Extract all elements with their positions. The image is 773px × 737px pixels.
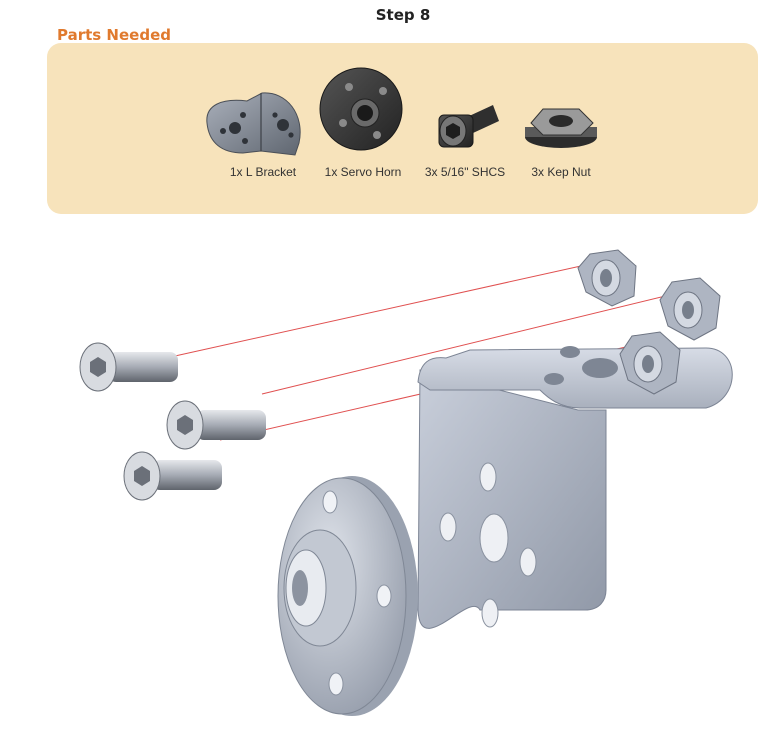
kep-nut — [577, 249, 637, 307]
servo-horn — [277, 476, 418, 716]
socket-head-cap-screw-icon — [438, 105, 499, 148]
step-title: Step 8 — [375, 6, 431, 24]
exploded-assembly-diagram — [79, 249, 733, 716]
socket-head-cap-screw — [123, 451, 222, 501]
l-bracket-icon — [206, 92, 301, 156]
socket-head-cap-screw — [79, 342, 178, 392]
part-label-shcs: 3x 5/16" SHCS — [424, 165, 506, 179]
part-label-l-bracket: 1x L Bracket — [229, 165, 297, 179]
l-bracket — [417, 346, 733, 629]
servo-horn-icon — [319, 67, 403, 151]
kep-nut-icon — [525, 108, 597, 148]
kep-nut — [659, 277, 721, 341]
parts-needed-panel: 1x L Bracket 1x Servo Horn 3x 5/16" SHCS… — [47, 43, 758, 214]
kep-nut — [619, 331, 681, 395]
part-label-servo-horn: 1x Servo Horn — [324, 165, 402, 179]
parts-illustrations — [206, 67, 597, 156]
socket-head-cap-screw — [166, 400, 266, 450]
parts-needed-heading: Parts Needed — [57, 26, 171, 44]
part-label-kep-nut: 3x Kep Nut — [531, 165, 591, 179]
